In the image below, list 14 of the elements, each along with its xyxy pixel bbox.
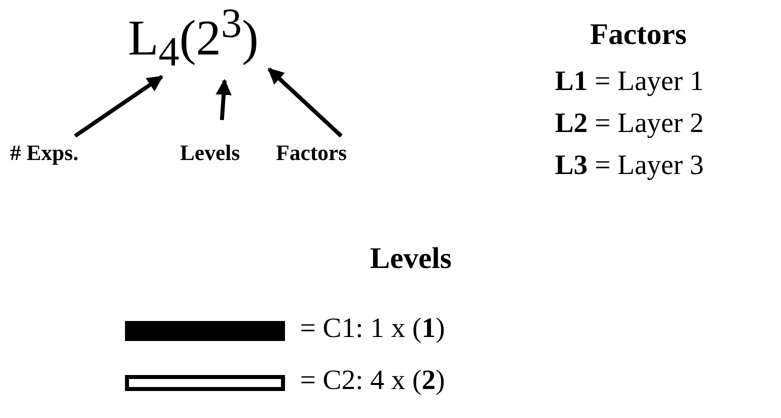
leader-label: Levels <box>180 140 240 166</box>
leader-label: # Exps. <box>10 140 78 166</box>
factor-definition: L2 = Layer 2 <box>555 108 704 140</box>
arrow <box>74 75 164 138</box>
legend-text: = C1: 1 x (1) <box>300 313 445 345</box>
factor-definition: L3 = Layer 3 <box>555 150 704 182</box>
section-heading: Levels <box>370 242 452 276</box>
arrow <box>268 68 343 138</box>
leader-label: Factors <box>276 140 347 166</box>
legend-text: = C2: 4 x (2) <box>300 365 445 397</box>
factor-definition: L1 = Layer 1 <box>555 66 704 98</box>
section-heading: Factors <box>590 18 687 52</box>
arrow <box>216 78 232 120</box>
notation-text: L$_{4}$(2$^{3}$) <box>128 0 259 77</box>
